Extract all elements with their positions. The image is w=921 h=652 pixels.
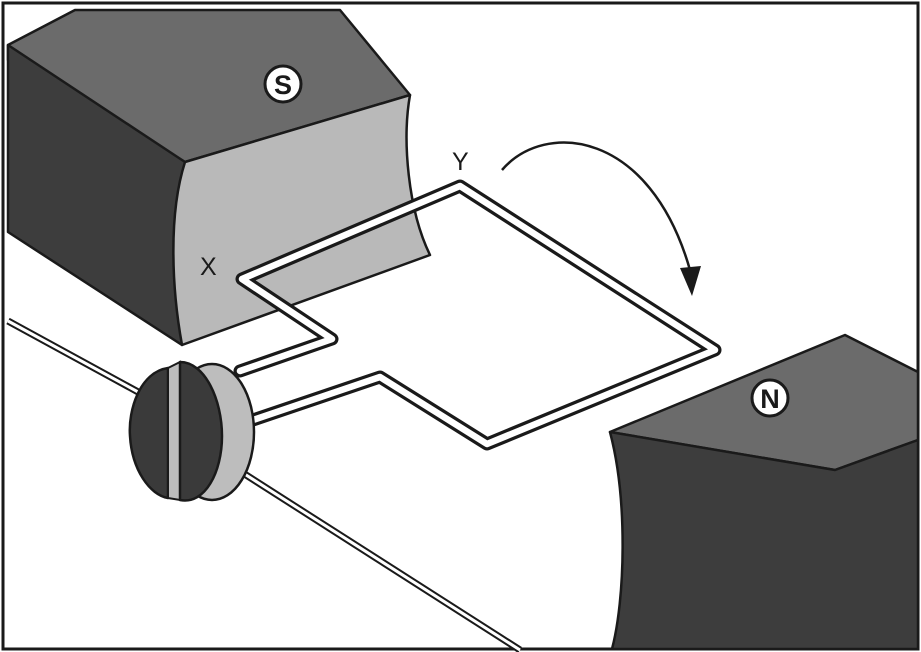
commutator-left-half: [128, 366, 170, 500]
commutator-right-half: [178, 360, 224, 502]
curved-arrow-icon: [501, 141, 701, 296]
corner-x-label: X: [200, 253, 217, 281]
north-magnet-front-face: [608, 430, 920, 651]
axle-wire: [6, 317, 522, 652]
north-pole-label: N: [750, 378, 790, 418]
split-ring-commutator: [128, 360, 256, 502]
south-magnet: [6, 8, 432, 347]
north-pole-letter: N: [760, 384, 780, 414]
south-pole-label: S: [263, 64, 303, 104]
commutator-gap: [167, 360, 181, 502]
coil-loop: [233, 179, 722, 451]
south-pole-letter: S: [274, 70, 292, 100]
corner-y-label: Y: [452, 148, 469, 176]
